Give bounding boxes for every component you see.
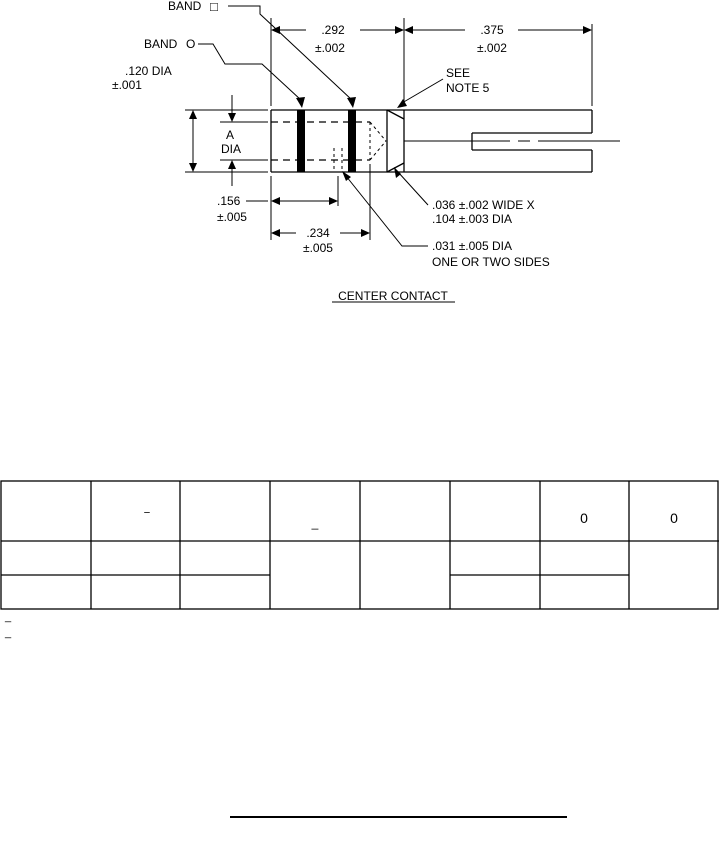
dim-292-tolerance: ±.002 <box>315 41 345 55</box>
slot-note-line-2: .104 ±.003 DIA <box>432 212 512 226</box>
band-circle-symbol: O <box>186 37 195 51</box>
dim-156-value: .156 <box>217 194 241 208</box>
data-table <box>0 480 719 610</box>
dim-375-value: .375 <box>480 23 504 37</box>
a-dia-label-a: A <box>226 128 234 142</box>
slot-note-line-1: .036 ±.002 WIDE X <box>432 198 535 212</box>
hole-note-line-1: .031 ±.005 DIA <box>432 239 512 253</box>
a-dia-label-dia: DIA <box>221 142 241 156</box>
footnote-mark-1: _ <box>4 611 12 623</box>
see-note-label: SEE <box>446 66 470 80</box>
band-square <box>297 110 305 172</box>
dim-292-value: .292 <box>321 23 345 37</box>
footnote-mark-2: _ <box>4 627 12 639</box>
header-dash-2: _ <box>311 516 319 530</box>
dia-120-tolerance: ±.001 <box>112 78 142 92</box>
header-circle-symbol: 0 <box>670 510 678 526</box>
caption: CENTER CONTACT <box>338 289 448 303</box>
band-circle-label: BAND <box>144 37 178 51</box>
contact-body <box>185 109 620 173</box>
dim-234-value: .234 <box>306 226 330 240</box>
header-dash-1: ‾ <box>144 510 151 526</box>
dia-120-value: .120 DIA <box>125 64 172 78</box>
dim-234-tolerance: ±.005 <box>303 241 333 255</box>
dim-156-tolerance: ±.005 <box>217 210 247 224</box>
hole-note-line-2: ONE OR TWO SIDES <box>432 255 550 269</box>
band-circle <box>348 110 356 172</box>
band-square-symbol: □ <box>210 0 218 14</box>
header-square-symbol: 0 <box>580 510 588 526</box>
note-5-label: NOTE 5 <box>446 81 490 95</box>
dim-375-tolerance: ±.002 <box>477 41 507 55</box>
band-square-label: BAND <box>168 0 202 13</box>
